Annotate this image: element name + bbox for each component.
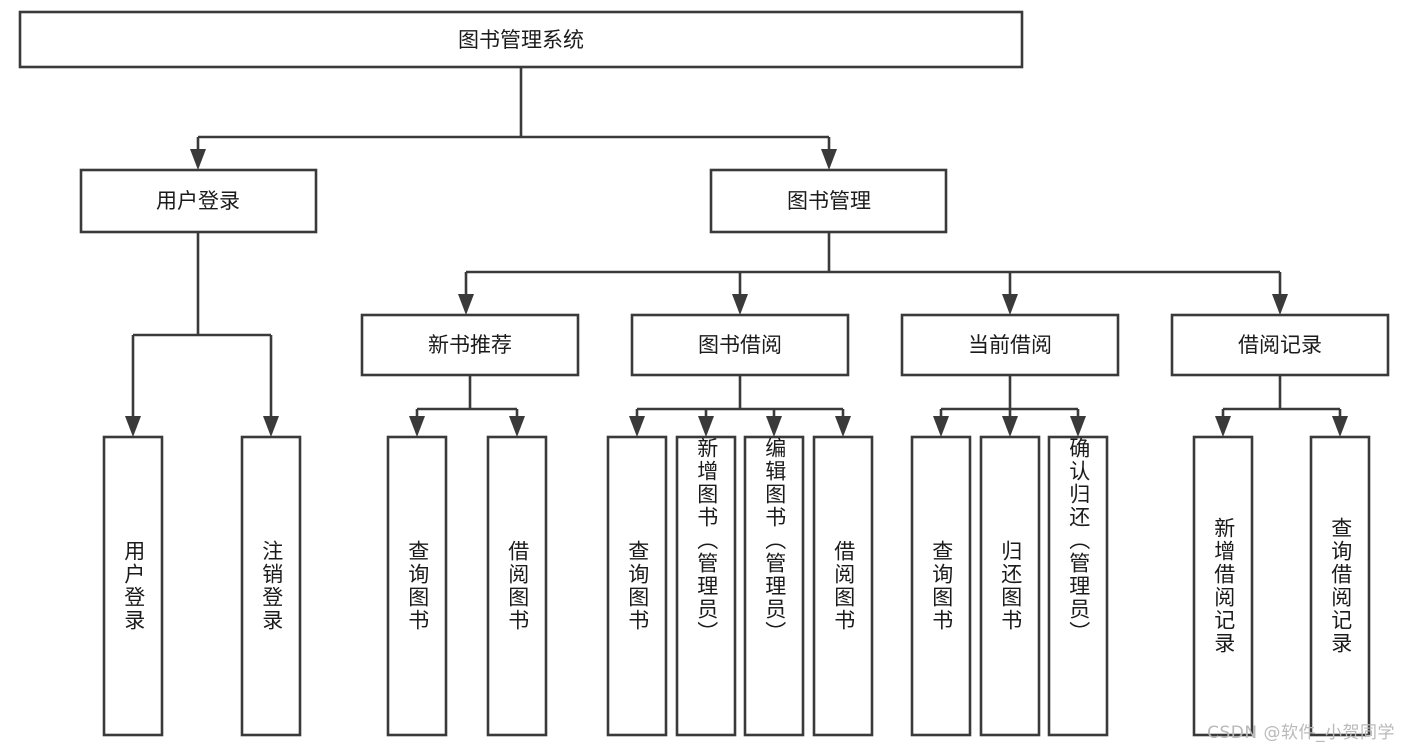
arrow-head-icon — [509, 416, 525, 437]
arrow-head-icon — [1272, 294, 1288, 315]
connector-userlogin-to-leaves — [125, 232, 279, 437]
leaf-box-query-book-3[interactable] — [910, 435, 972, 737]
node-book-borrow[interactable]: 图书借阅 — [630, 313, 850, 377]
leaf-box-borrow-book-2[interactable] — [812, 435, 874, 737]
arrow-head-icon — [125, 416, 141, 437]
leaf-box-confirm-return-admin[interactable] — [1047, 435, 1109, 737]
node-book-borrow-box[interactable] — [630, 313, 850, 377]
arrow-head-icon — [190, 149, 206, 170]
connector-borrowrecord-to-leaves — [1215, 375, 1348, 437]
node-new-book-recommend[interactable]: 新书推荐 — [360, 313, 580, 377]
node-new-book-recommend-box[interactable] — [360, 313, 580, 377]
arrow-head-icon — [263, 416, 279, 437]
node-user-login-box[interactable] — [79, 168, 318, 234]
leaf-box-user-login[interactable] — [102, 435, 164, 737]
node-current-borrow-box[interactable] — [900, 313, 1120, 377]
watermark-text: CSDN @软件_小贺同学 — [1207, 723, 1395, 743]
leaf-box-edit-book-admin[interactable] — [743, 435, 805, 737]
node-borrow-record-box[interactable] — [1170, 313, 1390, 377]
arrow-head-icon — [629, 416, 645, 437]
leaf-box-logout-login[interactable] — [240, 435, 302, 737]
node-book-management[interactable]: 图书管理 — [709, 168, 948, 234]
leaf-box-query-book-1[interactable] — [386, 435, 448, 737]
connector-bookmgmt-to-level3 — [458, 232, 1288, 315]
node-new-book-recommend-label: 新书推荐 — [428, 333, 512, 357]
arrow-head-icon — [821, 149, 837, 170]
arrow-head-icon — [1002, 416, 1018, 437]
node-book-borrow-label: 图书借阅 — [698, 333, 782, 357]
leaf-box-query-book-2[interactable] — [606, 435, 668, 737]
leaf-box-return-book[interactable] — [979, 435, 1041, 737]
arrow-head-icon — [1215, 416, 1231, 437]
node-user-login[interactable]: 用户登录 — [79, 168, 318, 234]
node-book-management-box[interactable] — [709, 168, 948, 234]
arrow-head-icon — [766, 416, 782, 437]
leaf-box-query-borrow-record[interactable] — [1309, 435, 1371, 737]
leaf-box-add-borrow-record[interactable] — [1192, 435, 1254, 737]
arrow-head-icon — [1332, 416, 1348, 437]
arrow-head-icon — [1002, 294, 1018, 315]
arrow-head-icon — [732, 294, 748, 315]
connector-currentborrow-to-leaves — [933, 375, 1086, 437]
node-root-label: 图书管理系统 — [458, 28, 584, 52]
node-root[interactable]: 图书管理系统 — [18, 10, 1024, 69]
leaf-box-add-book-admin[interactable] — [675, 435, 737, 737]
node-borrow-record[interactable]: 借阅记录 — [1170, 313, 1390, 377]
node-root-box[interactable] — [18, 10, 1024, 69]
arrow-head-icon — [698, 416, 714, 437]
arrow-head-icon — [458, 294, 474, 315]
arrow-head-icon — [409, 416, 425, 437]
node-user-login-label: 用户登录 — [156, 189, 240, 213]
node-current-borrow[interactable]: 当前借阅 — [900, 313, 1120, 377]
connector-root-to-level2 — [190, 67, 837, 170]
arrow-head-icon — [1070, 416, 1086, 437]
connector-bookborrow-to-leaves — [629, 375, 851, 437]
node-book-management-label: 图书管理 — [787, 189, 871, 213]
node-current-borrow-label: 当前借阅 — [968, 333, 1052, 357]
node-borrow-record-label: 借阅记录 — [1238, 333, 1322, 357]
arrow-head-icon — [835, 416, 851, 437]
leaf-box-borrow-book-1[interactable] — [486, 435, 548, 737]
arrow-head-icon — [933, 416, 949, 437]
connector-newbook-to-leaves — [409, 375, 525, 437]
